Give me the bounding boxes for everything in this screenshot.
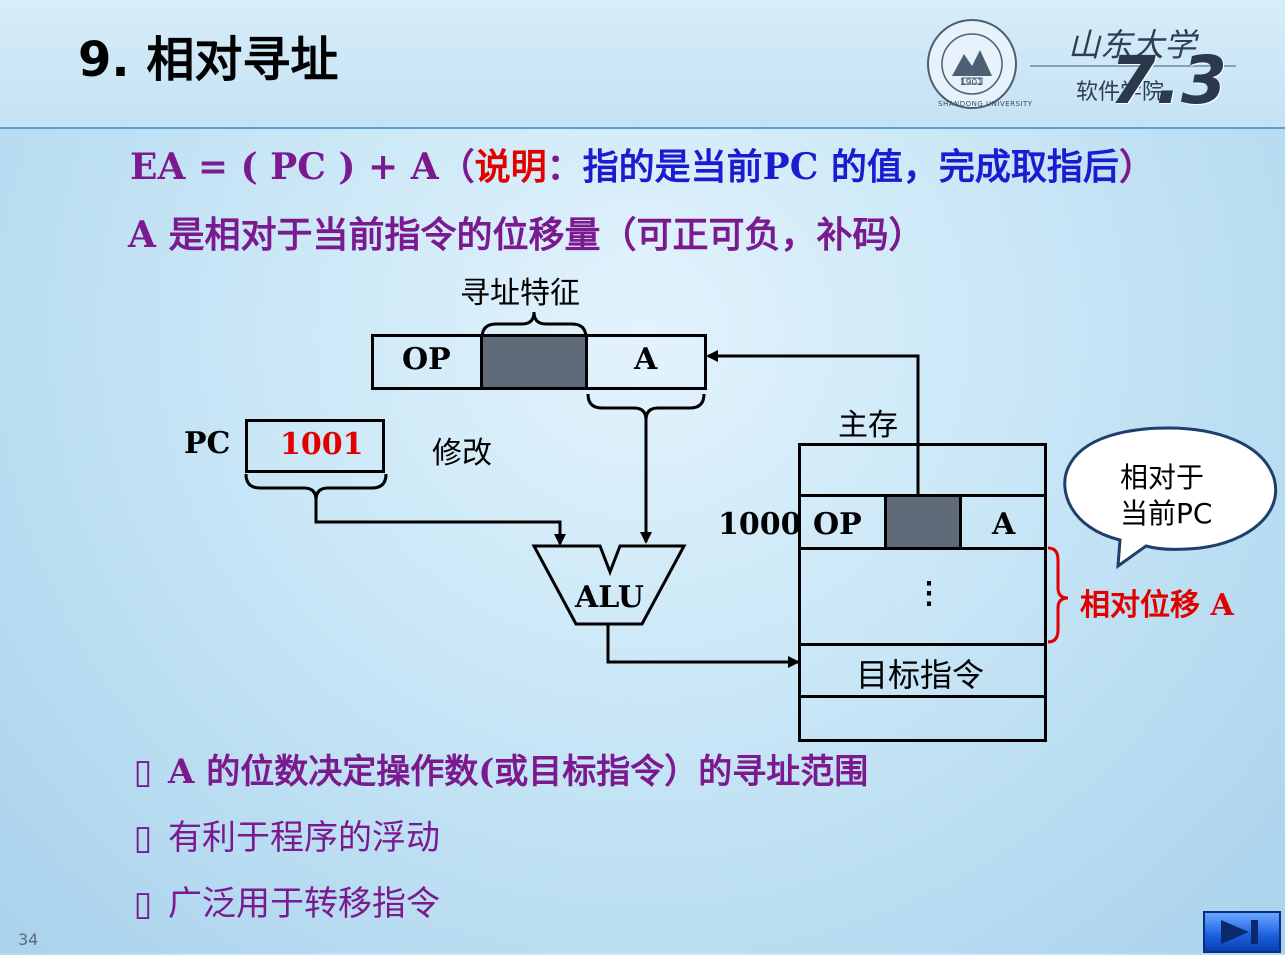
note-text: 指的是当前PC 的值，完成取指后 <box>582 146 1119 188</box>
bullet-item-1: ▯ A 的位数决定操作数(或目标指令）的寻址范围 <box>132 744 869 793</box>
pc-to-alu-line <box>314 500 566 546</box>
mem-to-instr-line <box>706 350 920 496</box>
memory-label: 主存 <box>838 408 898 443</box>
bullet-item-3: ▯ 广泛用于转移指令 <box>132 876 440 925</box>
mem-op-label: OP <box>813 507 862 542</box>
callout-line-2: 当前PC <box>1120 497 1213 530</box>
bullet-text-3: 广泛用于转移指令 <box>168 884 440 924</box>
slide-header <box>0 0 1285 129</box>
dept-name: 软件学院 <box>1076 80 1165 105</box>
paren-close: ） <box>1118 146 1155 188</box>
pc-brace <box>244 473 388 501</box>
addressing-feature-label: 寻址特征 <box>460 276 580 311</box>
modify-label: 修改 <box>432 436 492 471</box>
instr-a-label: A <box>634 342 658 377</box>
mem-row-divider-2 <box>798 547 1047 550</box>
next-slide-icon <box>1221 920 1258 944</box>
bullet-text-2: 有利于程序的浮动 <box>168 818 440 858</box>
offset-brace <box>1047 546 1069 644</box>
instr-feature-cell <box>480 337 588 387</box>
feature-brace <box>480 311 588 339</box>
note-colon: ： <box>546 146 583 188</box>
address-1000: 1000 <box>718 507 802 542</box>
mem-row-divider-4 <box>798 695 1047 698</box>
a-field-brace <box>586 393 706 421</box>
page-number: 34 <box>18 930 39 949</box>
mem-row-divider-3 <box>798 643 1047 646</box>
formula-line: EA = ( PC ) + A（说明：指的是当前PC 的值，完成取指后） <box>130 138 1155 190</box>
pc-register <box>245 419 385 473</box>
chapter-number: 7.3 <box>1110 42 1227 119</box>
bullet-item-2: ▯ 有利于程序的浮动 <box>132 810 440 859</box>
bullet-text-1: A 的位数决定操作数(或目标指令）的寻址范围 <box>168 752 869 792</box>
square-bullet-icon: ▯ <box>133 752 153 792</box>
instruction-register <box>371 334 707 390</box>
next-slide-button[interactable] <box>1203 911 1281 953</box>
mem-ellipsis: ⋮ <box>914 576 944 611</box>
square-bullet-icon: ▯ <box>133 818 153 858</box>
target-instruction-label: 目标指令 <box>856 656 985 694</box>
school-name: 山东大学 <box>1068 26 1197 64</box>
mem-row-divider-1 <box>798 494 1047 497</box>
mem-feature-cell <box>884 497 962 547</box>
seal-year: 1901 <box>960 78 983 88</box>
relative-offset-label: 相对位移 A <box>1080 588 1234 623</box>
callout-bubble <box>1063 426 1278 570</box>
university-seal-icon <box>927 19 1236 109</box>
instr-op-label: OP <box>402 342 451 377</box>
alu-label: ALU <box>575 580 644 615</box>
university-logo: 1901 SHANDONG UNIVERSITY 山东大学 软件学院 7.3 <box>920 14 1240 119</box>
callout-line-1: 相对于 <box>1120 461 1205 494</box>
seal-text: SHANDONG UNIVERSITY <box>938 100 1033 108</box>
pc-value: 1001 <box>280 427 364 462</box>
description-line: A 是相对于当前指令的位移量（可正可负，补码） <box>128 214 925 256</box>
mem-a-label: A <box>992 507 1016 542</box>
note-label: 说明 <box>474 146 547 188</box>
main-memory <box>798 443 1047 742</box>
pc-label: PC <box>184 426 231 461</box>
alu-to-target-line <box>606 624 800 668</box>
formula-ea: EA = ( PC ) + A <box>130 146 439 188</box>
slide-title: 9. 相对寻址 <box>78 32 339 88</box>
square-bullet-icon: ▯ <box>133 884 153 924</box>
paren-open: （ <box>438 146 475 188</box>
alu-shape <box>531 544 687 626</box>
